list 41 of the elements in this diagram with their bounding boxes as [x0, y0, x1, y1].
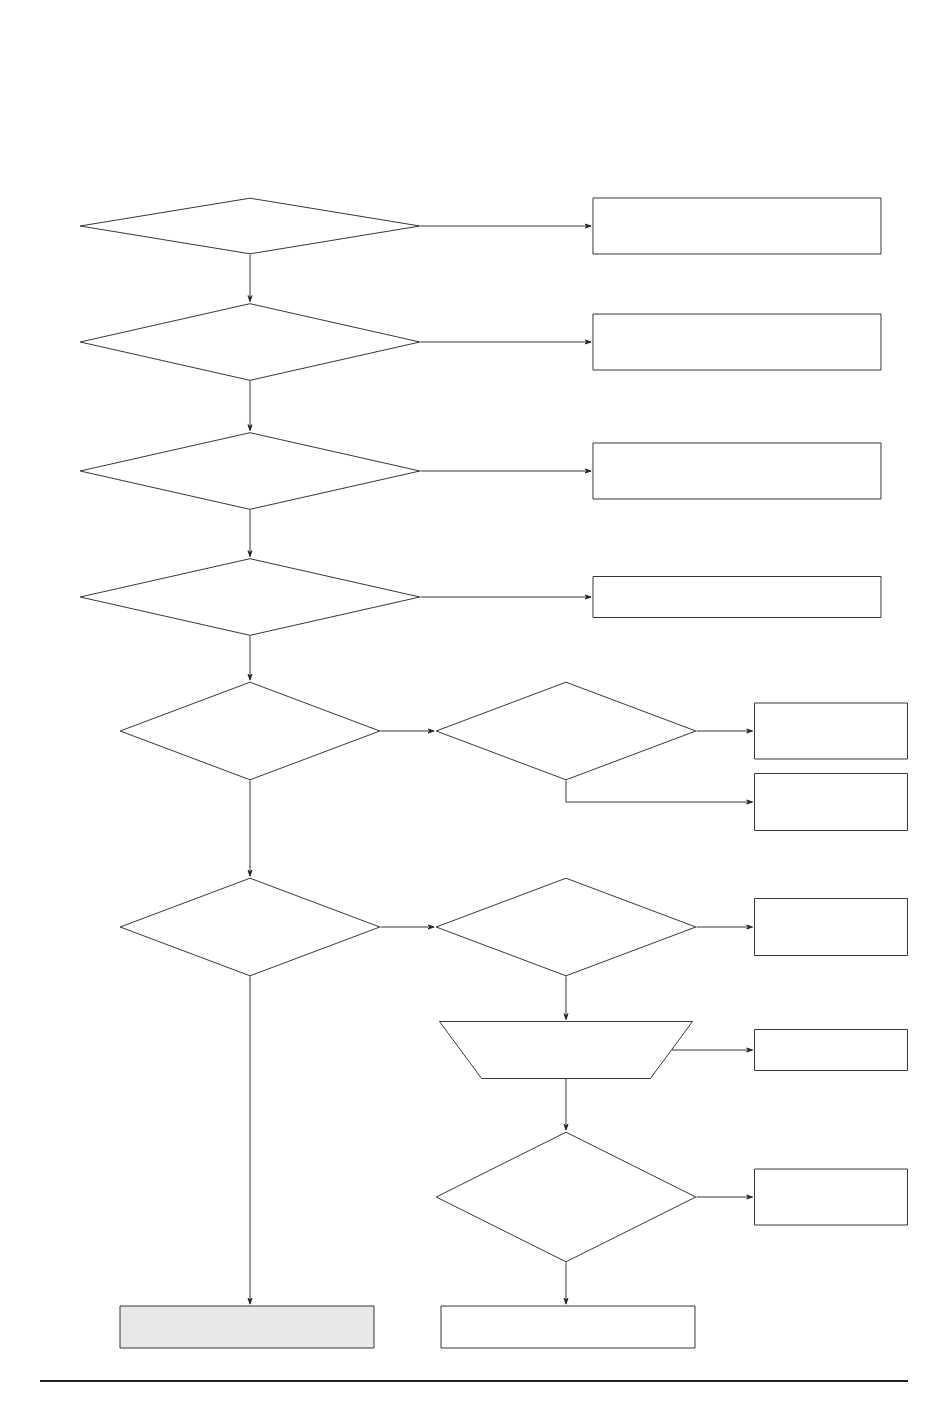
decision-diamond [79, 303, 421, 381]
arrow [671, 1047, 754, 1053]
process-box [119, 1305, 375, 1349]
arrow [563, 1262, 569, 1305]
process-box [754, 1029, 908, 1071]
arrow [565, 780, 754, 805]
arrow [380, 924, 435, 930]
decision-diamond [435, 1131, 697, 1263]
arrow [420, 468, 592, 474]
arrow [247, 976, 253, 1305]
process-box [592, 576, 882, 618]
process-box [754, 702, 908, 760]
arrow [563, 1078, 569, 1131]
process-box [592, 442, 882, 500]
decision-diamond [79, 197, 421, 255]
arrow [247, 254, 253, 303]
process-box [754, 773, 908, 831]
process-box [592, 197, 882, 255]
arrow [247, 509, 253, 558]
arrow [420, 223, 592, 229]
arrow [247, 780, 253, 877]
decision-diamond [79, 558, 421, 636]
decision-diamond [79, 432, 421, 510]
arrow [563, 976, 569, 1021]
decision-diamond [119, 877, 381, 977]
decision-diamond [119, 681, 381, 781]
process-box [440, 1305, 696, 1349]
arrow [420, 594, 592, 600]
trapezoid-box [439, 1021, 693, 1079]
decision-diamond [435, 877, 697, 977]
arrow [247, 635, 253, 681]
arrow [247, 380, 253, 432]
arrow [696, 1194, 754, 1200]
arrow [420, 339, 592, 345]
process-box [754, 898, 908, 956]
decision-diamond [435, 681, 697, 781]
process-box [592, 313, 882, 371]
process-box [754, 1168, 908, 1226]
arrow [696, 924, 754, 930]
arrow [696, 728, 754, 734]
arrow [380, 728, 435, 734]
